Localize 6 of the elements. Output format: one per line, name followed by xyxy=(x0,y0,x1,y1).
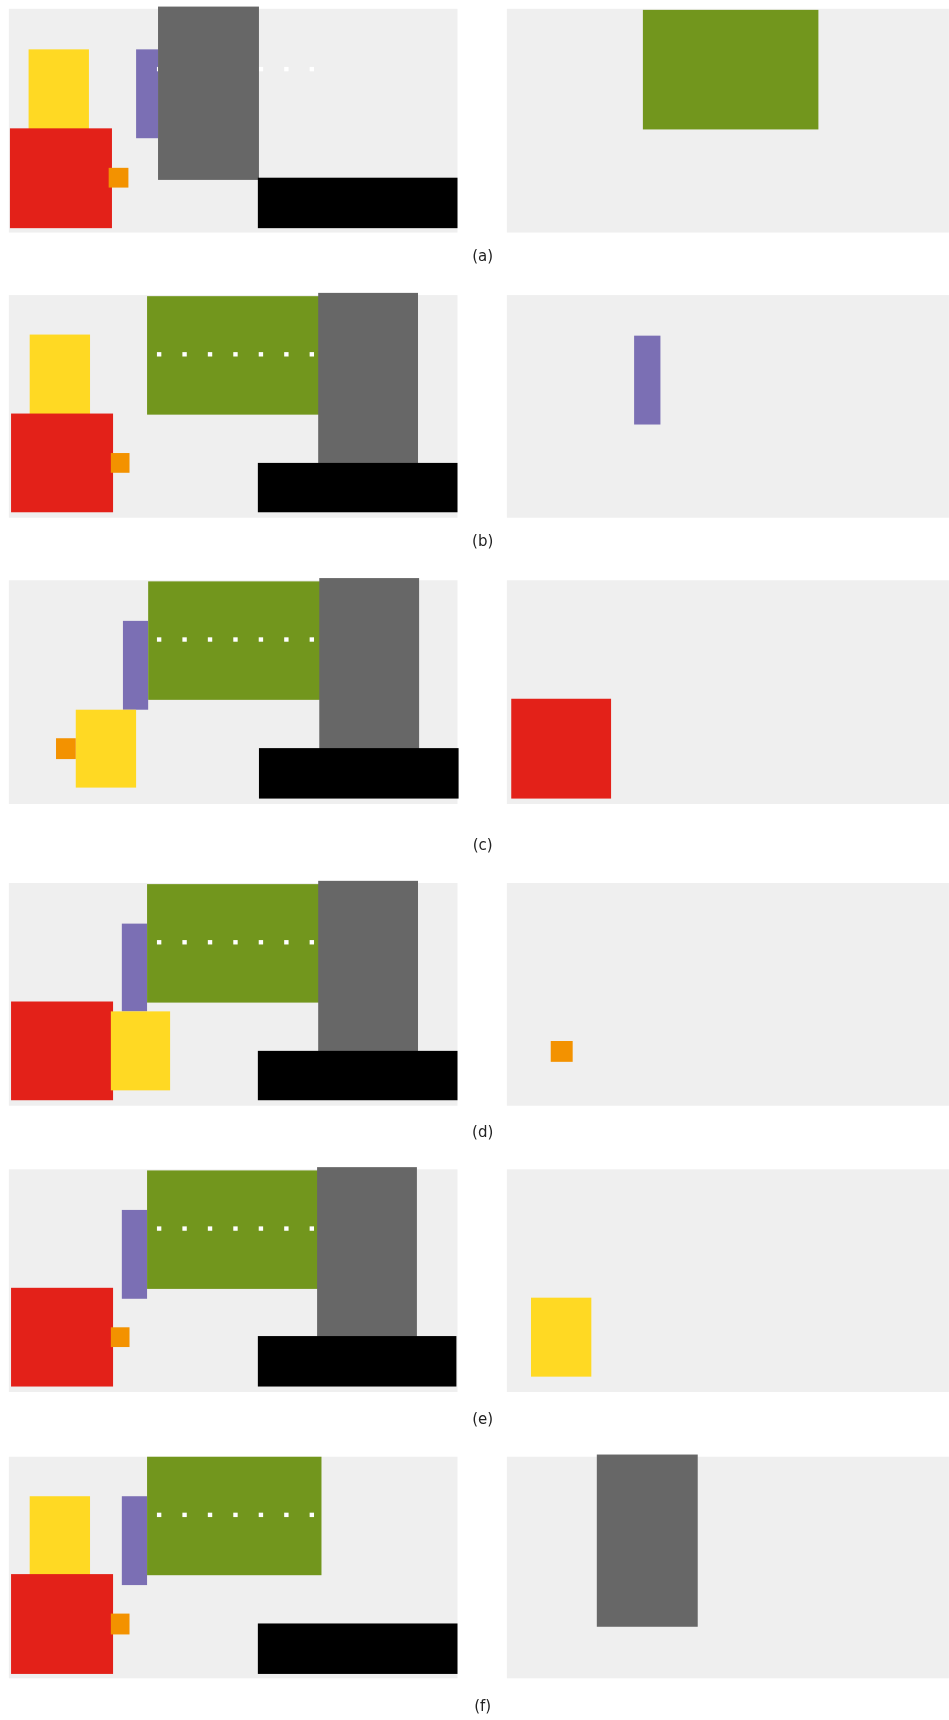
panel-label: (e) xyxy=(472,1409,494,1428)
panel-label: (b) xyxy=(472,531,494,550)
panel-label: (a) xyxy=(472,246,494,265)
panel-label: (d) xyxy=(472,1123,494,1142)
panel-label: (c) xyxy=(472,835,493,854)
panel-label: (f) xyxy=(474,1697,492,1715)
